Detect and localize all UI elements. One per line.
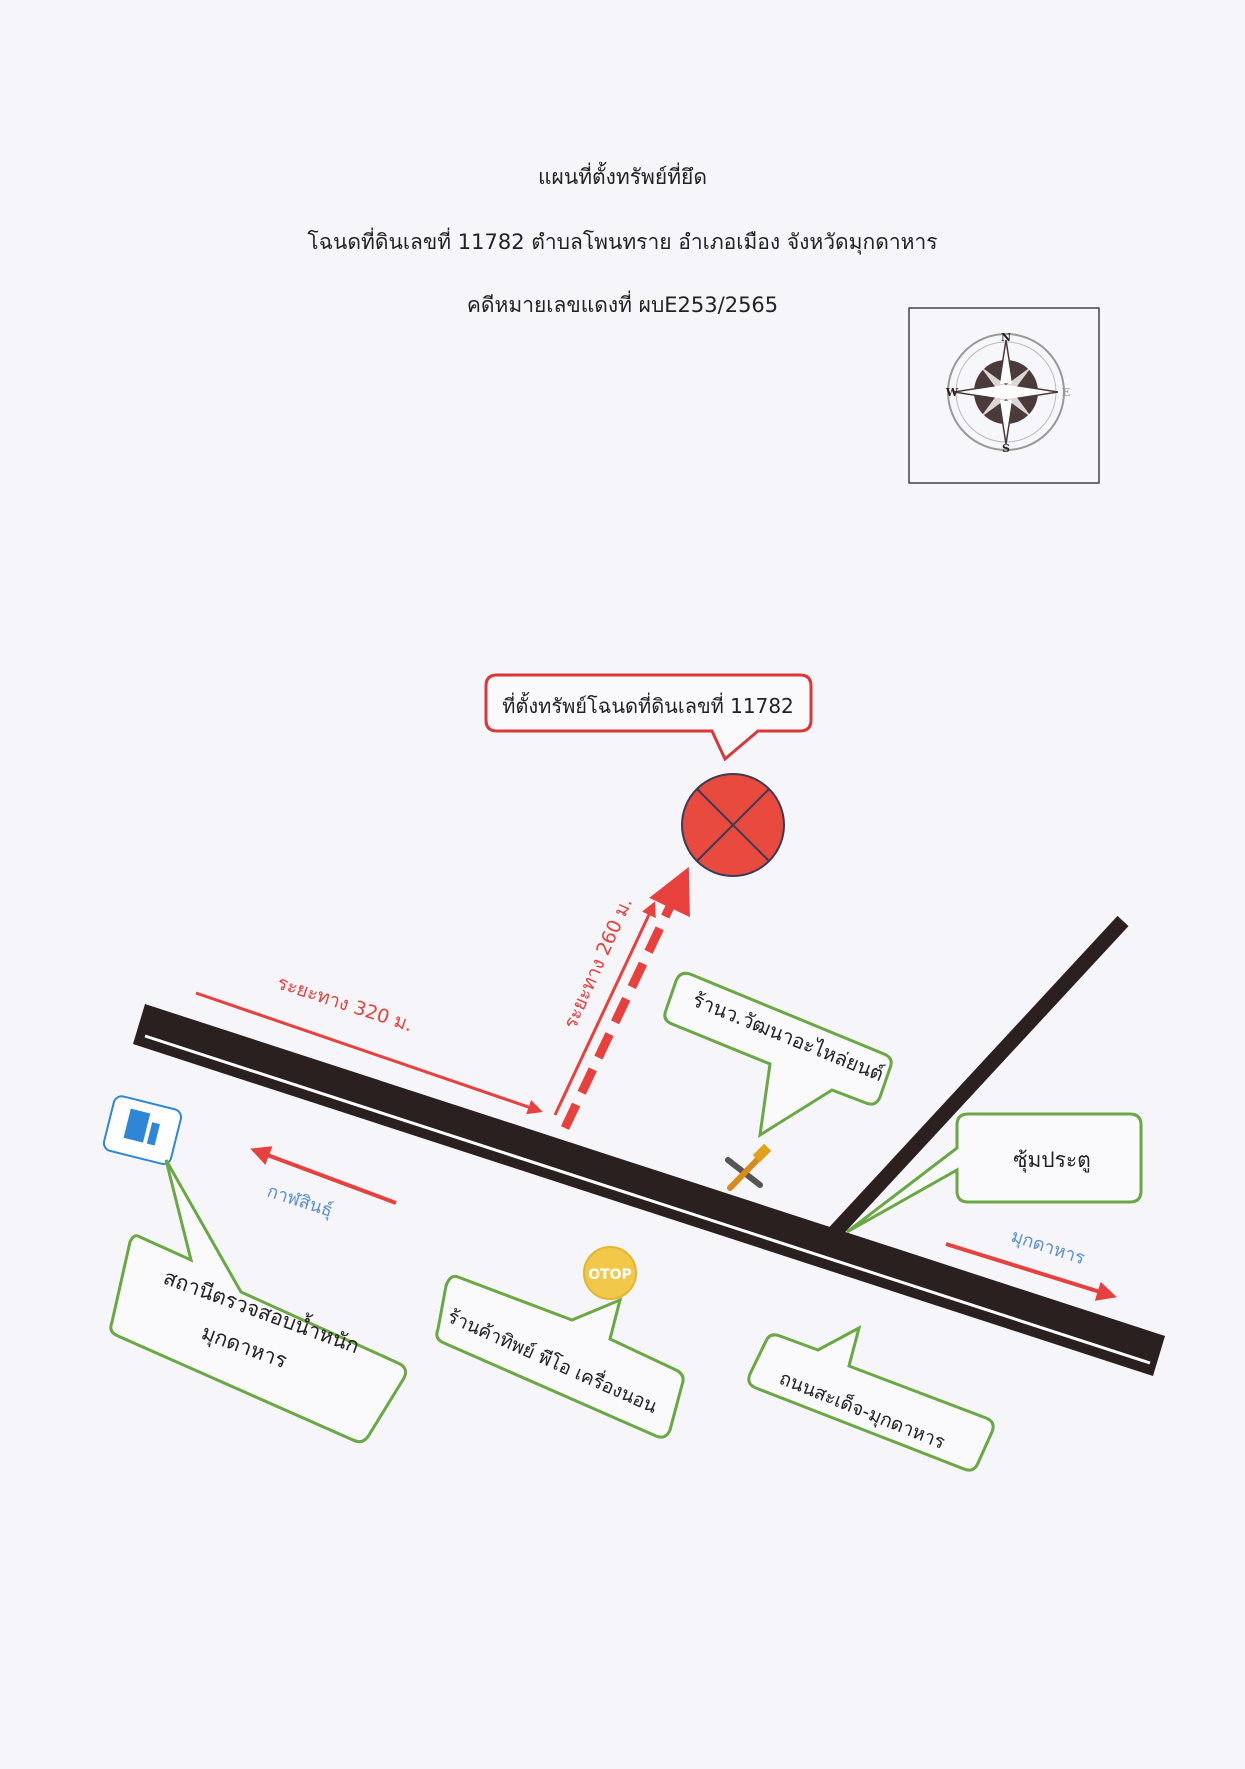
compass-e: E bbox=[1062, 386, 1070, 399]
main-road bbox=[133, 1004, 1165, 1376]
compass-n: N bbox=[1001, 331, 1011, 344]
otop-shop-callout: ร้านค้าทิพย์ พีโอ เครื่องนอน bbox=[435, 1274, 685, 1439]
weigh-station-callout: สถานีตรวจสอบน้ำหนัก มุกดาหาร bbox=[109, 1159, 407, 1444]
otop-icon: OTOP bbox=[583, 1246, 637, 1300]
road-distance-arrow bbox=[195, 991, 543, 1115]
target-marker-icon bbox=[681, 773, 785, 877]
otop-badge-label: OTOP bbox=[588, 1267, 632, 1283]
parts-shop-callout: ร้านว.วัฒนาอะไหล่ยนต์ bbox=[663, 971, 893, 1138]
target-callout: ที่ตั้งทรัพย์โฉนดที่ดินเลขที่ 11782 bbox=[484, 673, 813, 762]
direction-right-arrow bbox=[945, 1242, 1117, 1301]
gas-station-icon bbox=[102, 1095, 183, 1165]
direction-left-label: กาฬสินธุ์ bbox=[264, 1181, 335, 1222]
road-name-callout: ถนนสะเด็จ-มุกดาหาร bbox=[747, 1325, 995, 1472]
junction-callout: ซุ้มประตู bbox=[846, 1112, 1143, 1234]
compass-rose-icon: N S W E bbox=[908, 307, 1100, 484]
side-road bbox=[829, 915, 1129, 1238]
repair-shop-icon bbox=[725, 1143, 772, 1191]
compass-s: S bbox=[1002, 442, 1010, 455]
deed-line: โฉนดที่ดินเลขที่ 11782 ตำบลโพนทราย อำเภอ… bbox=[307, 230, 938, 254]
case-line: คดีหมายเลขแดงที่ ผบE253/2565 bbox=[466, 293, 779, 317]
direction-left-arrow bbox=[250, 1146, 397, 1205]
page-title: แผนที่ตั้งทรัพย์ที่ยึด bbox=[538, 165, 707, 189]
compass-w: W bbox=[945, 386, 959, 399]
target-label: ที่ตั้งทรัพย์โฉนดที่ดินเลขที่ 11782 bbox=[502, 692, 794, 718]
lane-distance-arrow bbox=[553, 901, 656, 1116]
junction-label: ซุ้มประตู bbox=[1013, 1148, 1091, 1173]
lane-arrow bbox=[560, 866, 690, 1130]
direction-right-label: มุกดาหาร bbox=[1008, 1226, 1087, 1270]
